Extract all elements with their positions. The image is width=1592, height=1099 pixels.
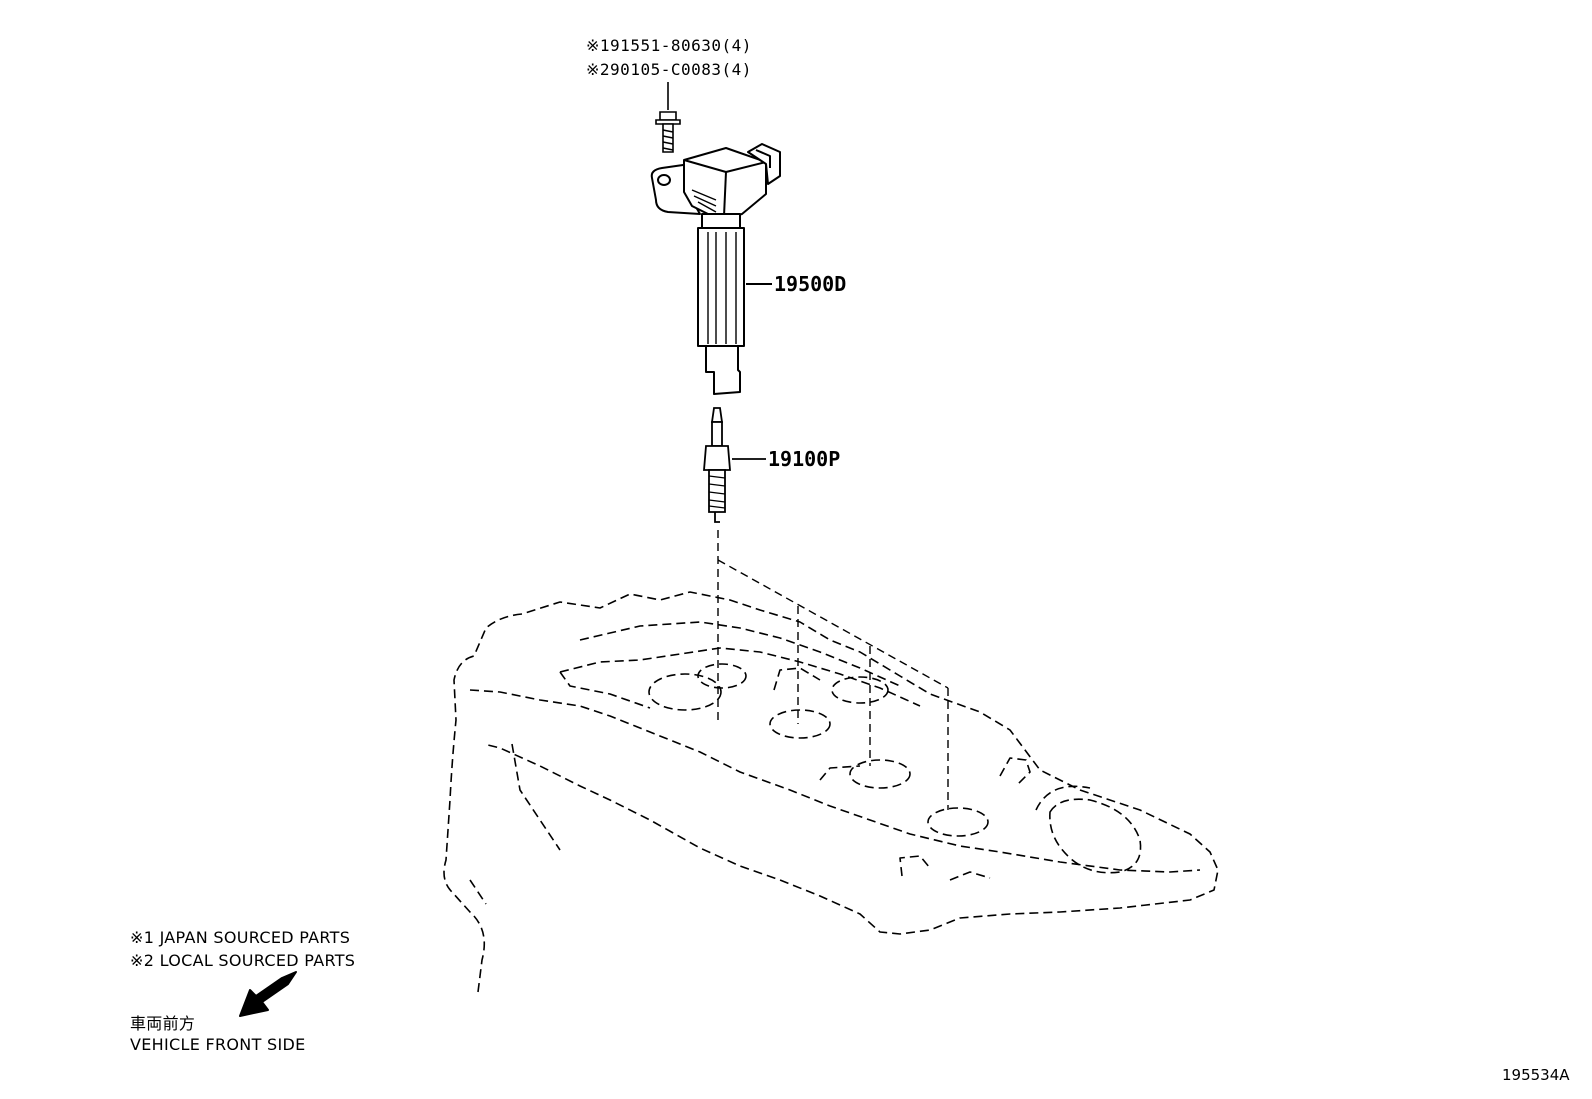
coil-boot [697,227,745,395]
coil-mount-hole [657,174,671,186]
note-japan-sourced: ※1 JAPAN SOURCED PARTS [130,928,351,947]
note-local-sourced: ※2 LOCAL SOURCED PARTS [130,951,356,970]
bolt-flange [655,119,681,125]
fastener-1-mark: ※1 [586,36,611,55]
coil-ribs [691,189,717,213]
spark-plug [703,407,766,523]
spark-plug-electrode [714,512,720,523]
fastener-1-label: ※191551-80630(4) [586,38,752,54]
bolt-head [659,111,677,121]
arrow-down-left-icon [239,971,297,1017]
vehicle-front-japanese: 車両前方 [130,1014,196,1033]
coil-connector-latch [755,149,771,168]
spark-plug-terminal [710,407,724,423]
figure-id: 195534A [1502,1066,1570,1084]
spark-plug-hex [703,445,731,471]
vehicle-front-english: VEHICLE FRONT SIDE [130,1035,306,1054]
spark-plug-insulator [711,421,723,447]
fastener-2-part-number: 90105-C0083(4) [610,60,752,79]
cylinder-head-phantom [443,591,1219,993]
bolt-thread [662,129,674,151]
coil-connector [747,143,781,185]
coil-neck [701,213,741,229]
coil-housing-edge-vertical [723,171,727,217]
spark-plug-callout[interactable]: 19100P [768,447,841,471]
coil-boot-ribs [707,232,737,344]
fastener-1-part-number: 91551-80630(4) [610,36,752,55]
fastener-2-mark: ※2 [586,60,611,79]
ignition-coil [650,143,781,395]
fastener-2-label: ※290105-C0083(4) [586,62,752,78]
spark-plug-thread [708,475,726,509]
bolt [655,82,681,153]
ignition-coil-callout[interactable]: 19500D [774,272,847,296]
